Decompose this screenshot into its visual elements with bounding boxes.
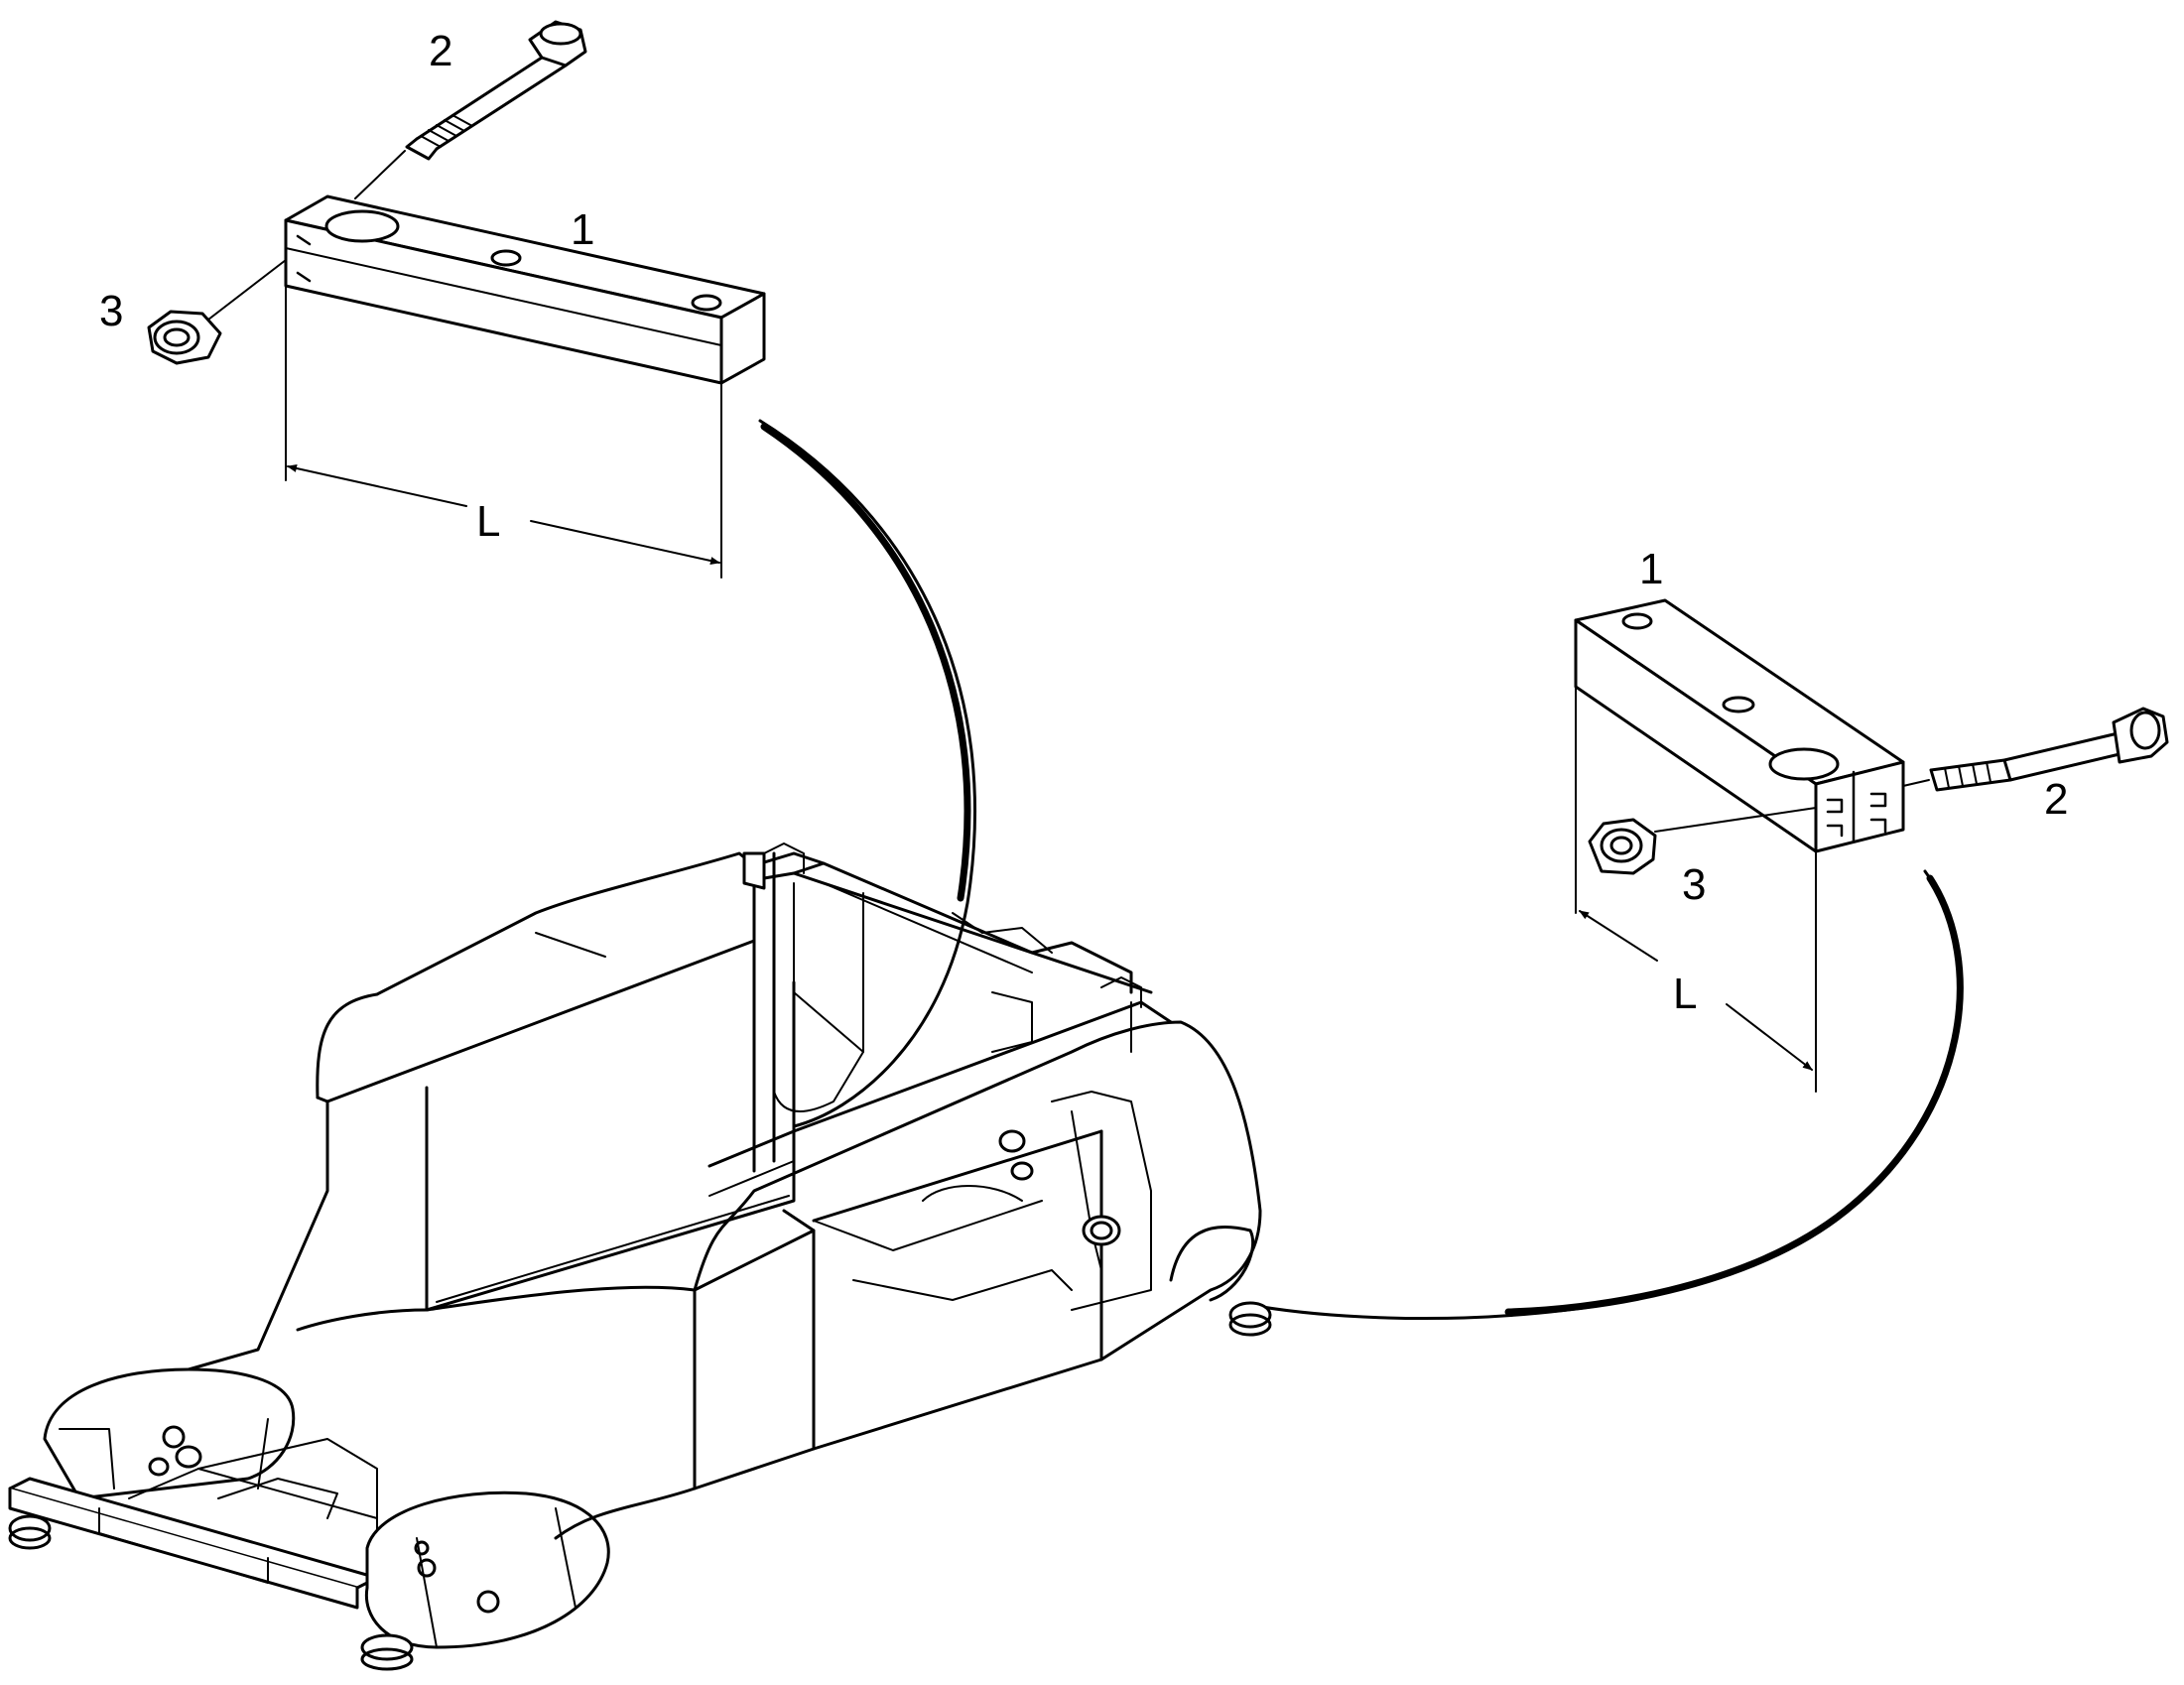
left-bolt xyxy=(354,20,587,199)
left-leader-arrow xyxy=(758,419,976,1128)
left-spacer-callout: 1 xyxy=(571,205,594,254)
left-dimension-L xyxy=(285,285,722,579)
right-spacer-callout: 1 xyxy=(1639,545,1663,593)
right-leader-arrow-thick xyxy=(1504,874,1964,1316)
left-nut-callout: 3 xyxy=(99,287,123,335)
right-nut-callout: 3 xyxy=(1682,860,1706,909)
right-length-callout: L xyxy=(1673,970,1697,1018)
left-spacer-block xyxy=(284,194,766,385)
left-length-callout: L xyxy=(476,497,500,546)
right-dimension-L xyxy=(1575,686,1817,1093)
right-bolt xyxy=(1902,707,2169,792)
left-nut xyxy=(147,259,287,365)
right-leader-arrow xyxy=(1248,869,1962,1321)
right-callouts: 1 2 3 L xyxy=(1639,545,2068,1018)
left-bolt-callout: 2 xyxy=(429,27,452,75)
right-spacer-block xyxy=(1574,598,1905,853)
right-bolt-callout: 2 xyxy=(2044,775,2068,824)
left-callouts: 2 1 3 L xyxy=(99,27,594,546)
left-leader-arrow-thick xyxy=(760,423,971,902)
right-nut xyxy=(1588,807,1817,875)
machine-frame xyxy=(8,842,1272,1671)
